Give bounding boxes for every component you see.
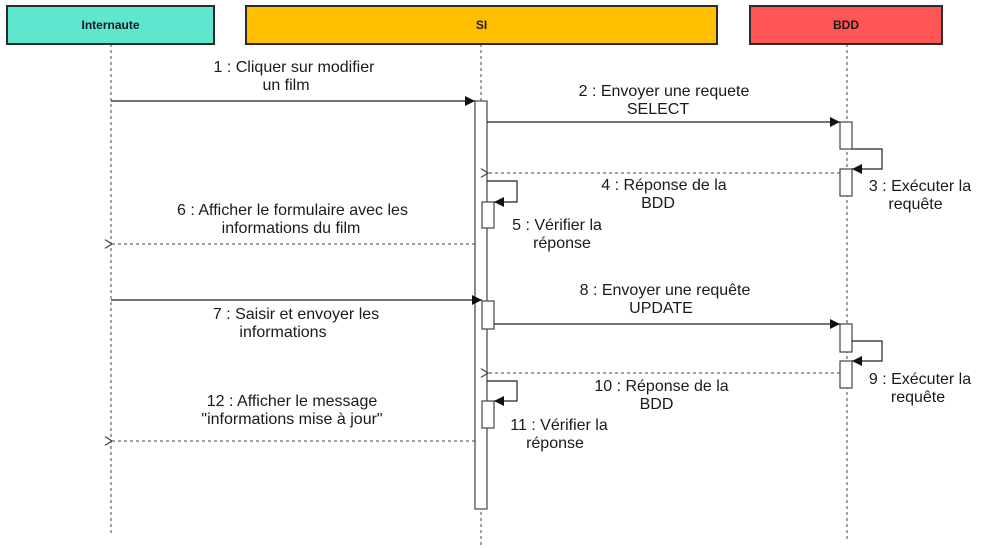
message-label-6: 6 : Afficher le formulaire avec les info… [145,202,440,238]
message-label-9-line-1: 9 : Exécuter la [868,371,972,388]
message-label-2: 2 : Envoyer une requete SELECT [554,83,774,119]
message-label-11-line-1: 11 : Vérifier la [510,417,608,434]
message-label-6-line-2: informations du film [221,220,361,237]
activation-bdd-exec-2 [839,360,853,389]
activation-si-check-1 [481,201,495,229]
activation-bdd-exec-1 [839,168,853,197]
message-label-12-line-1: 12 : Afficher le message [206,393,378,410]
activation-si-check-2 [481,400,495,429]
message-label-12-line-2: "informations mise à jour" [201,411,383,428]
message-label-3-line-2: requête [888,196,943,213]
message-label-10: 10 : Réponse de la BDD [579,378,744,414]
message-label-8: 8 : Envoyer une requête UPDATE [555,282,775,318]
message-label-12: 12 : Afficher le message "informations m… [162,393,422,429]
message-label-10-line-2: BDD [639,396,674,413]
message-label-5: 5 : Vérifier la réponse [493,217,621,253]
message-label-9: 9 : Exécuter la requête [855,371,985,407]
actor-internaute: Internaute [6,5,215,45]
message-label-2-line-2: SELECT [626,101,690,118]
actor-bdd: BDD [749,5,943,45]
actor-si: SI [245,5,718,45]
message-label-3: 3 : Exécuter la requête [855,178,985,214]
message-label-5-line-1: 5 : Vérifier la [512,217,602,234]
message-label-1: 1 : Cliquer sur modifier un film [184,59,404,95]
message-label-2-line-1: 2 : Envoyer une requete [578,83,750,100]
message-label-1-line-1: 1 : Cliquer sur modifier [213,59,375,76]
message-label-3-line-1: 3 : Exécuter la [868,178,972,195]
activation-bdd-select [839,121,853,150]
message-label-7-line-1: 7 : Saisir et envoyer les [212,306,380,323]
message-label-7-line-2: informations [239,324,327,341]
activation-si-update [481,300,495,330]
message-label-8-line-1: 8 : Envoyer une requête [579,282,751,299]
message-arrow-5 [487,180,518,207]
message-label-7: 7 : Saisir et envoyer les informations [186,306,406,342]
message-label-4: 4 : Réponse de la BDD [584,177,744,213]
message-arrow-9 [852,340,883,366]
message-label-10-line-1: 10 : Réponse de la [594,378,729,395]
message-label-4-line-1: 4 : Réponse de la [601,177,727,194]
message-label-6-line-1: 6 : Afficher le formulaire avec les [177,202,408,219]
message-label-5-line-2: réponse [533,235,591,252]
message-label-11: 11 : Vérifier la réponse [495,417,623,453]
message-arrow-3 [852,148,883,174]
message-arrow-11 [487,380,518,406]
message-label-8-line-2: UPDATE [629,300,693,317]
message-label-11-line-2: réponse [526,435,584,452]
message-label-4-line-2: BDD [641,195,675,212]
message-label-1-line-2: un film [262,77,310,94]
message-label-9-line-2: requête [890,389,946,406]
activation-bdd-update [839,323,853,353]
